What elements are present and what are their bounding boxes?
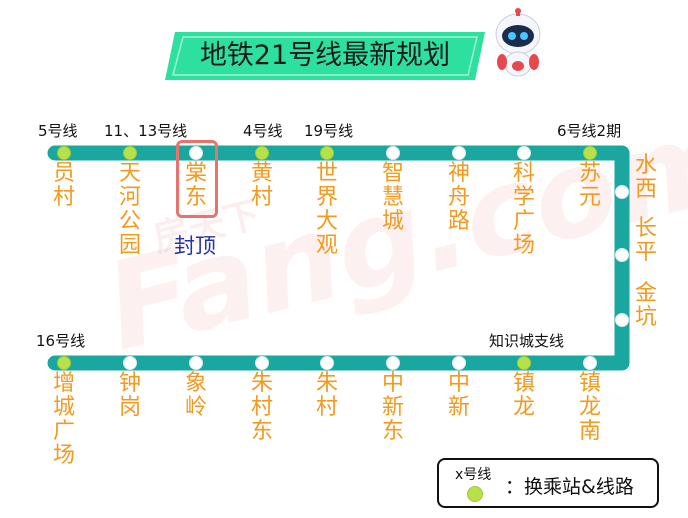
station-name-top-8: 苏元 (578, 161, 601, 210)
station-name-top-4: 世界大观 (315, 161, 338, 258)
station-name-bottom-2: 象岭 (184, 371, 207, 420)
station-dot-top-6 (452, 146, 466, 160)
station-status-note: 封顶 (174, 234, 216, 258)
station-name-bottom-8: 镇龙南 (578, 371, 601, 444)
station-dot-top-7 (517, 146, 531, 160)
station-name-top-5: 智慧城 (381, 161, 404, 234)
transfer-station-dot-bottom-7 (517, 356, 531, 370)
transfer-station-dot-bottom-0 (57, 356, 71, 370)
station-name-top-3: 黄村 (250, 161, 273, 210)
line-label-top-4: 19号线 (304, 122, 354, 140)
line-label-top-1: 11、13号线 (104, 122, 188, 140)
station-name-right-2: 金坑 (634, 281, 657, 330)
station-name-bottom-1: 钟岗 (118, 371, 141, 420)
line-label-top-3: 4号线 (243, 122, 283, 140)
station-name-top-7: 科学广场 (512, 161, 535, 258)
line-label-top-8: 6号线2期 (557, 122, 622, 140)
station-name-top-6: 神舟路 (447, 161, 470, 234)
highlight-box-tangdong (176, 140, 218, 218)
page-title: 地铁21号线最新规划 (199, 40, 451, 71)
transfer-station-dot-top-0 (57, 146, 71, 160)
station-dot-bottom-4 (320, 356, 334, 370)
station-dot-bottom-8 (583, 356, 597, 370)
station-name-bottom-6: 中新 (447, 371, 470, 420)
station-name-top-0: 员村 (52, 161, 75, 210)
transfer-station-dot-top-4 (320, 146, 334, 160)
station-name-bottom-3: 朱村东 (250, 371, 273, 444)
station-name-top-2: 棠东 (184, 161, 207, 210)
station-dot-right-2 (615, 313, 629, 327)
station-dot-bottom-1 (123, 356, 137, 370)
station-dot-bottom-6 (452, 356, 466, 370)
station-name-bottom-5: 中新东 (381, 371, 404, 444)
legend-line-label: x号线 (455, 467, 492, 483)
legend-transfer-dot (467, 486, 483, 502)
title-banner: 地铁21号线最新规划 (165, 32, 485, 80)
station-dot-bottom-5 (386, 356, 400, 370)
station-name-bottom-0: 增城广场 (52, 371, 75, 468)
station-name-bottom-4: 朱村 (315, 371, 338, 420)
legend: x号线 ：换乘站&线路 (437, 458, 659, 508)
transfer-station-dot-top-1 (123, 146, 137, 160)
station-dot-right-0 (615, 185, 629, 199)
station-dot-right-1 (615, 248, 629, 262)
title-banner-shape (165, 32, 485, 80)
transfer-station-dot-top-8 (583, 146, 597, 160)
station-dot-bottom-2 (189, 356, 203, 370)
line-label-top-0: 5号线 (38, 122, 78, 140)
station-name-top-1: 天河公园 (118, 161, 141, 258)
station-dot-top-2 (189, 146, 203, 160)
transfer-station-dot-top-3 (255, 146, 269, 160)
station-name-right-0: 水西 (634, 153, 657, 202)
station-dot-top-5 (386, 146, 400, 160)
station-name-bottom-7: 镇龙 (512, 371, 535, 420)
legend-text: ：换乘站&线路 (505, 476, 634, 498)
station-name-right-1: 长平 (634, 216, 657, 265)
robot-mascot-icon (495, 8, 541, 77)
line-label-bottom-7: 知识城支线 (489, 332, 565, 350)
line-label-bottom-0: 16号线 (36, 332, 86, 350)
station-dot-bottom-3 (255, 356, 269, 370)
